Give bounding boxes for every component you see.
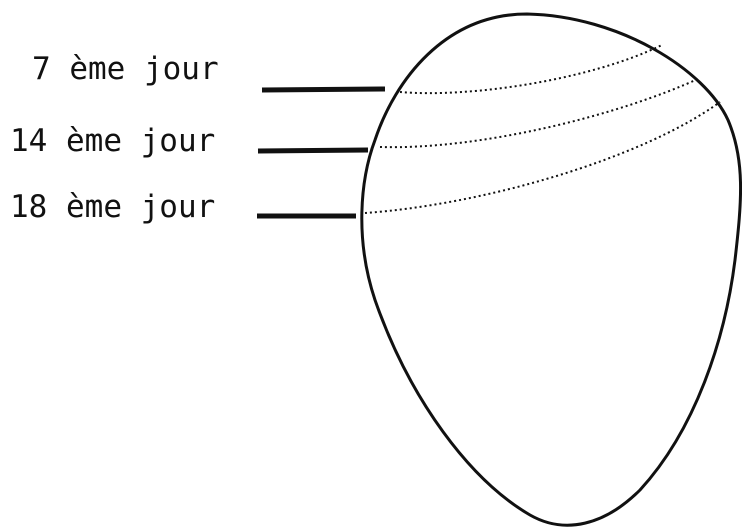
label-day-14: 14 ème jour	[10, 123, 215, 159]
label-day-18: 18 ème jour	[10, 189, 215, 225]
label-day-7: 7 ème jour	[32, 51, 219, 87]
egg-outline	[362, 14, 741, 525]
air-cell-line-day-14	[380, 78, 700, 147]
air-cell-line-day-7	[400, 45, 662, 93]
air-cell-line-day-18	[365, 102, 720, 213]
leader-line-day-14	[258, 150, 368, 151]
leader-line-day-7	[262, 89, 385, 90]
